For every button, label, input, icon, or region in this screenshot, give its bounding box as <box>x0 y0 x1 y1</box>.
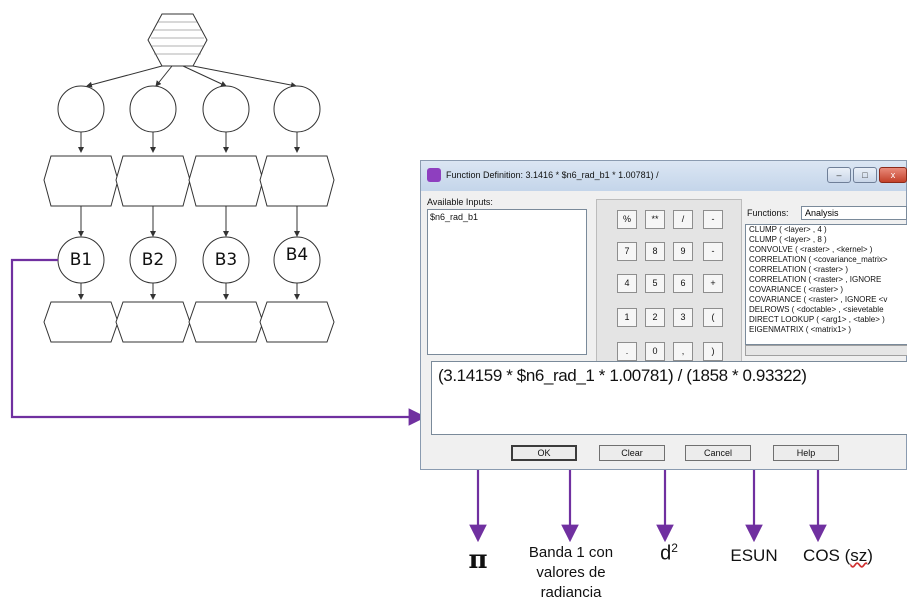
key-plus[interactable]: + <box>703 274 723 293</box>
help-button[interactable]: Help <box>773 445 839 461</box>
key-power[interactable]: ** <box>645 210 665 229</box>
key-close-paren[interactable]: ) <box>703 342 723 361</box>
band-label-b4: B4 <box>285 245 309 265</box>
keypad: % ** / - 7 8 9 - 4 5 6 + 1 2 3 ( . 0 , ) <box>596 199 742 385</box>
input-raster-node <box>147 13 208 67</box>
key-minus[interactable]: - <box>703 242 723 261</box>
function-item[interactable]: CORRELATION ( <raster> , IGNORE <box>749 275 882 284</box>
function-item[interactable]: COVARIANCE ( <raster> ) <box>749 285 844 294</box>
close-button[interactable]: x <box>879 167 907 183</box>
banda-line-3: radiancia <box>540 584 602 601</box>
key-3[interactable]: 3 <box>673 308 693 327</box>
minimize-button[interactable]: – <box>827 167 851 183</box>
row3-arrows <box>78 283 300 300</box>
key-divide[interactable]: / <box>673 210 693 229</box>
cos-suffix: ) <box>867 546 873 565</box>
key-open-paren[interactable]: ( <box>703 308 723 327</box>
function-item[interactable]: DIRECT LOOKUP ( <arg1> , <table> ) <box>749 315 885 324</box>
esun-annotation: ESUN <box>730 546 778 565</box>
row1-arrows <box>78 132 300 153</box>
key-minus-top[interactable]: - <box>703 210 723 229</box>
key-0[interactable]: 0 <box>645 342 665 361</box>
key-decimal[interactable]: . <box>617 342 637 361</box>
input-item[interactable]: $n6_rad_b1 <box>430 212 479 222</box>
available-inputs-label: Available Inputs: <box>427 197 493 207</box>
available-inputs-list[interactable]: $n6_rad_b1 <box>427 209 587 355</box>
banda-line-1: Banda 1 con <box>528 544 614 561</box>
b1-connector <box>10 258 427 426</box>
cancel-button[interactable]: Cancel <box>685 445 751 461</box>
top-arrows <box>86 65 297 88</box>
maximize-button[interactable]: □ <box>853 167 877 183</box>
key-4[interactable]: 4 <box>617 274 637 293</box>
key-1[interactable]: 1 <box>617 308 637 327</box>
d-squared-annotation: d2 <box>654 541 684 566</box>
pi-annotation: π <box>468 545 488 575</box>
function-item[interactable]: CORRELATION ( <raster> ) <box>749 265 848 274</box>
title-bar[interactable]: Function Definition: 3.1416 * $n6_rad_b1… <box>421 161 907 191</box>
output-rasters <box>43 301 335 343</box>
expression-text: (3.14159 * $n6_rad_1 * 1.00781) / (1858 … <box>438 366 807 385</box>
function-item[interactable]: DELROWS ( <doctable> , <sievetable <box>749 305 884 314</box>
app-icon <box>427 168 441 182</box>
key-8[interactable]: 8 <box>645 242 665 261</box>
key-6[interactable]: 6 <box>673 274 693 293</box>
d-squared-exponent: 2 <box>671 541 678 555</box>
functions-dropdown-value: Analysis <box>805 208 839 218</box>
key-7[interactable]: 7 <box>617 242 637 261</box>
function-item[interactable]: CORRELATION ( <covariance_matrix> <box>749 255 888 264</box>
expression-editor[interactable]: (3.14159 * $n6_rad_1 * 1.00781) / (1858 … <box>431 361 907 435</box>
band-label-b3: B3 <box>214 250 238 270</box>
d-squared-base: d <box>660 542 672 565</box>
key-2[interactable]: 2 <box>645 308 665 327</box>
cos-prefix: COS ( <box>803 546 851 565</box>
function-circles-row1 <box>57 85 321 133</box>
key-comma[interactable]: , <box>673 342 693 361</box>
banda-line-2: valores de <box>536 564 606 581</box>
cos-sz-annotation: COS (sz) <box>788 546 888 566</box>
functions-dropdown[interactable]: Analysis <box>801 206 907 220</box>
function-item[interactable]: CONVOLVE ( <raster> , <kernel> ) <box>749 245 873 254</box>
banda-annotation: Banda 1 con valores de radiancia <box>516 543 626 603</box>
ok-button[interactable]: OK <box>511 445 577 461</box>
function-item[interactable]: CLUMP ( <layer> , 4 ) <box>749 225 827 234</box>
functions-horizontal-scrollbar[interactable] <box>745 345 907 356</box>
function-item[interactable]: CLUMP ( <layer> , 8 ) <box>749 235 827 244</box>
row2-arrows <box>78 206 300 237</box>
functions-list[interactable]: CLUMP ( <layer> , 4 ) CLUMP ( <layer> , … <box>745 224 907 345</box>
band-label-b1: B1 <box>69 250 93 270</box>
raster-row2 <box>43 155 335 207</box>
cos-sz: sz <box>850 546 868 565</box>
band-circles <box>57 236 321 284</box>
key-5[interactable]: 5 <box>645 274 665 293</box>
function-definition-dialog: Function Definition: 3.1416 * $n6_rad_b1… <box>420 160 907 470</box>
dialog-title: Function Definition: 3.1416 * $n6_rad_b1… <box>446 170 659 180</box>
key-percent[interactable]: % <box>617 210 637 229</box>
key-9[interactable]: 9 <box>673 242 693 261</box>
band-label-b2: B2 <box>141 250 165 270</box>
clear-button[interactable]: Clear <box>599 445 665 461</box>
functions-label: Functions: <box>747 208 789 218</box>
function-item[interactable]: EIGENMATRIX ( <matrix1> ) <box>749 325 852 334</box>
function-item[interactable]: COVARIANCE ( <raster> , IGNORE <v <box>749 295 888 304</box>
